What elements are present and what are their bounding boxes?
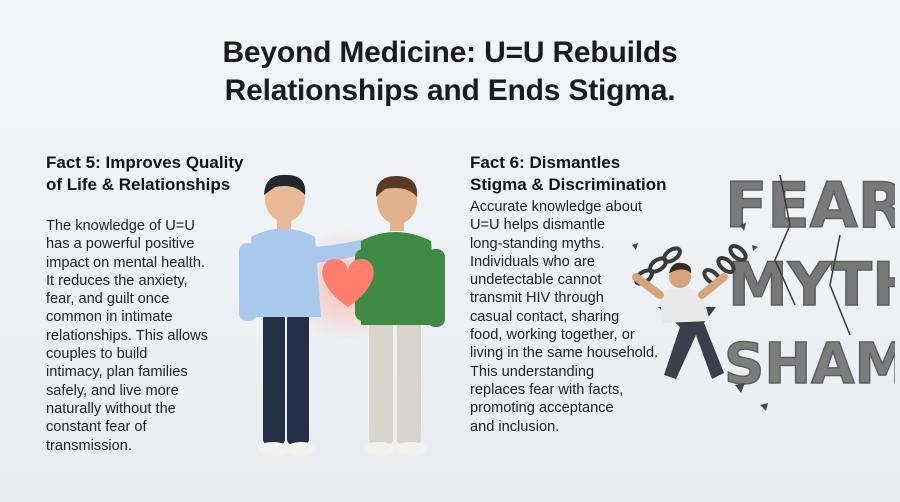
title-line-1: Beyond Medicine: U=U Rebuilds: [222, 36, 678, 69]
couple-illustration: [239, 174, 445, 456]
fact5-body: The knowledge of U=U has a powerful posi…: [46, 218, 208, 454]
fact6-heading: Fact 6: Dismantles Stigma & Discriminati…: [470, 152, 710, 196]
stone-words: FEAR MYTH SHAME: [723, 168, 895, 398]
fact6-heading-line-2: Stigma & Discrimination: [470, 175, 667, 194]
stigma-breaking-illustration: FEAR MYTH SHAME: [632, 168, 895, 411]
fact5-heading-line-2: of Life & Relationships: [46, 175, 231, 194]
fact5-heading: Fact 5: Improves Quality of Life & Relat…: [46, 152, 286, 196]
flying-debris: [632, 223, 768, 411]
man-left-figure: [239, 174, 390, 456]
fact5-heading-line-1: Fact 5: Improves Quality: [46, 153, 244, 172]
fact6-body: Accurate knowledge about U=U helps disma…: [470, 199, 659, 435]
word-fear: FEAR: [725, 169, 895, 242]
page-title: Beyond Medicine: U=U Rebuilds Relationsh…: [0, 34, 900, 110]
heart-icon: [322, 259, 374, 307]
word-myth: MYTH: [728, 250, 895, 320]
man-right-figure: [355, 175, 445, 456]
word-shame: SHAME: [724, 332, 895, 397]
man-breaking-chains-figure: [632, 262, 728, 379]
title-line-2: Relationships and Ends Stigma.: [224, 74, 676, 107]
fact6-heading-line-1: Fact 6: Dismantles: [470, 153, 621, 172]
